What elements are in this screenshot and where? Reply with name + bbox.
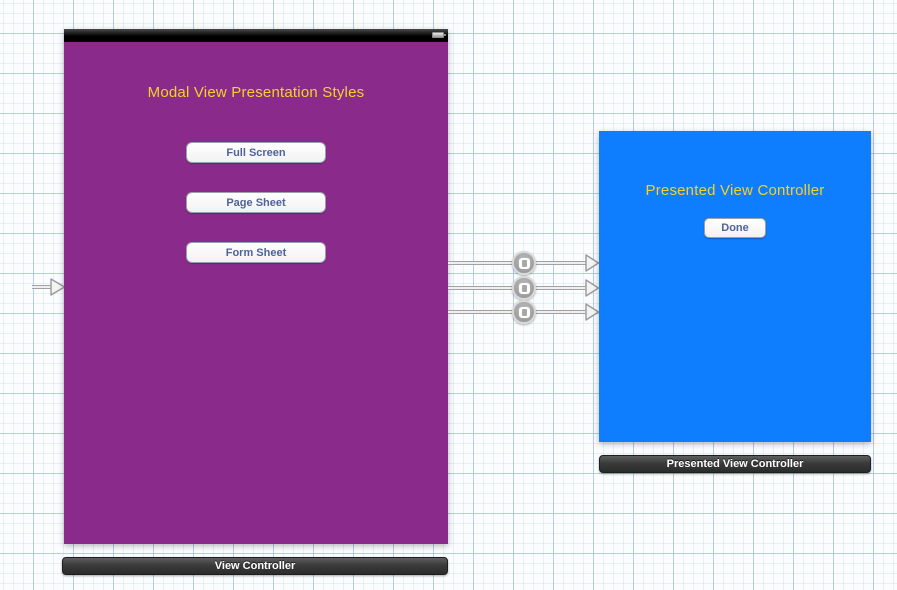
page-sheet-button[interactable]: Page Sheet	[186, 192, 326, 213]
initial-view-controller-arrow[interactable]	[32, 285, 53, 289]
segue-arrowhead-icon[interactable]	[585, 302, 600, 322]
done-button[interactable]: Done	[704, 218, 766, 238]
modal-window-glyph	[518, 282, 530, 294]
modal-window-glyph	[518, 306, 530, 318]
presented-view-controller-root-view[interactable]: Presented View Controller Done	[599, 131, 871, 442]
modal-styles-title-label[interactable]: Modal View Presentation Styles	[147, 84, 365, 101]
form-sheet-button[interactable]: Form Sheet	[186, 242, 326, 263]
simulated-status-bar	[64, 29, 448, 42]
segue-arrowhead-icon[interactable]	[585, 253, 600, 273]
modal-window-glyph	[518, 257, 530, 269]
modal-segue-badge-icon[interactable]	[512, 300, 536, 324]
presented-view-controller-scene[interactable]: Presented View Controller Done	[599, 131, 871, 442]
segue-arrowhead-icon[interactable]	[585, 278, 600, 298]
modal-segue-badge-icon[interactable]	[512, 251, 536, 275]
view-controller-dock-bar[interactable]: View Controller	[62, 557, 448, 575]
full-screen-button[interactable]: Full Screen	[186, 142, 326, 163]
modal-segue-badge-icon[interactable]	[512, 276, 536, 300]
presented-view-controller-dock-bar[interactable]: Presented View Controller	[599, 455, 871, 473]
view-controller-root-view[interactable]: Modal View Presentation Styles Full Scre…	[64, 42, 448, 544]
presented-title-label[interactable]: Presented View Controller	[645, 182, 825, 199]
view-controller-scene[interactable]: Modal View Presentation Styles Full Scre…	[64, 29, 448, 544]
initial-view-controller-arrowhead-icon[interactable]	[50, 277, 66, 297]
battery-icon	[432, 32, 446, 38]
